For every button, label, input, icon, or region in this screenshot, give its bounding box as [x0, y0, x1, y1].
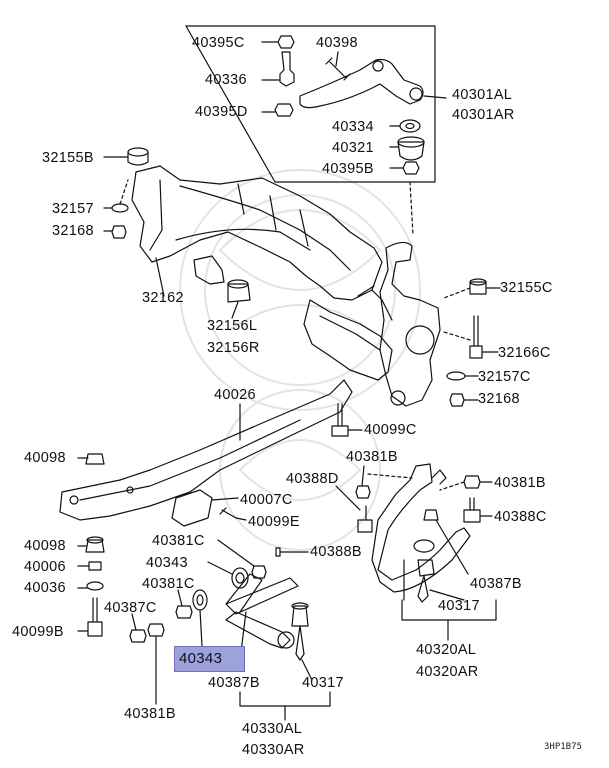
- diagram-code: 3HP1B75: [544, 742, 582, 752]
- leader-32162: [155, 257, 165, 297]
- nut-40387c[interactable]: [129, 613, 147, 643]
- label-32162[interactable]: 32162: [142, 290, 184, 306]
- label-32155b[interactable]: 32155B: [42, 150, 94, 166]
- nut-40381c-low[interactable]: [175, 589, 193, 619]
- label-40336[interactable]: 40336: [205, 72, 247, 88]
- nut-40381b-right[interactable]: [439, 475, 493, 491]
- label-40381b-top[interactable]: 40381B: [346, 449, 398, 465]
- label-40321[interactable]: 40321: [332, 140, 374, 156]
- lower-arm-40320[interactable]: [371, 463, 471, 603]
- bracket-40007c[interactable]: [171, 489, 239, 527]
- upper-arm-inset-box: [185, 25, 436, 183]
- label-40098-top[interactable]: 40098: [24, 450, 66, 466]
- label-40006[interactable]: 40006: [24, 559, 66, 575]
- label-40320ar[interactable]: 40320AR: [416, 664, 479, 680]
- bolt-32166c[interactable]: [443, 315, 499, 359]
- nut-40381c-mid[interactable]: [217, 539, 267, 579]
- nut-32168-top[interactable]: [103, 225, 127, 239]
- washer-32157c[interactable]: [446, 371, 479, 381]
- label-40395c[interactable]: 40395C: [192, 35, 245, 51]
- bolt-40388b[interactable]: [275, 547, 309, 557]
- washer-40334: [399, 119, 421, 133]
- nut-40381b-low[interactable]: [147, 623, 165, 705]
- front-crossmember[interactable]: [131, 165, 393, 381]
- lower-link-40330[interactable]: [225, 573, 313, 681]
- inset-leader: [409, 181, 414, 236]
- label-40381b-low[interactable]: 40381B: [124, 706, 176, 722]
- label-32166c[interactable]: 32166C: [498, 345, 551, 361]
- label-40317-right[interactable]: 40317: [438, 598, 480, 614]
- label-32156l[interactable]: 32156L: [207, 318, 258, 334]
- label-40381c-mid[interactable]: 40381C: [152, 533, 205, 549]
- crossbar-40026[interactable]: [59, 379, 353, 521]
- bracket-40320: [401, 599, 497, 621]
- bushing-40343-mid[interactable]: [207, 561, 249, 589]
- nut-40381b-top[interactable]: [355, 465, 413, 499]
- upper-arm-40301: [299, 58, 424, 109]
- bracket-32156[interactable]: [193, 255, 251, 319]
- bushing-40321: [397, 141, 425, 161]
- label-40026[interactable]: 40026: [214, 387, 256, 403]
- bushing-40098-top[interactable]: [77, 453, 105, 465]
- label-40387b-low[interactable]: 40387B: [208, 675, 260, 691]
- label-40330al[interactable]: 40330AL: [242, 721, 303, 737]
- bolt-40099c[interactable]: [331, 403, 363, 437]
- label-40398[interactable]: 40398: [316, 35, 358, 51]
- label-40388c[interactable]: 40388C: [494, 509, 547, 525]
- label-32157-top[interactable]: 32157: [52, 201, 94, 217]
- nut-40395b: [402, 161, 420, 175]
- label-40007c[interactable]: 40007C: [240, 492, 293, 508]
- nut-40395c: [277, 35, 295, 49]
- steering-knuckle[interactable]: [357, 241, 441, 407]
- label-32168-top[interactable]: 32168: [52, 223, 94, 239]
- label-40381b-right[interactable]: 40381B: [494, 475, 546, 491]
- leader-40317-right: [429, 589, 465, 601]
- label-40301al[interactable]: 40301AL: [452, 87, 513, 103]
- mount-32155b[interactable]: [103, 147, 149, 166]
- label-32168-right[interactable]: 32168: [478, 391, 520, 407]
- label-40343-mid[interactable]: 40343: [146, 555, 188, 571]
- bushing-40387b-right[interactable]: [423, 509, 469, 575]
- upper-arm-group[interactable]: [261, 35, 447, 175]
- washer-32157-top[interactable]: [103, 179, 129, 213]
- nut-40395d: [274, 103, 294, 117]
- nut-32168-right[interactable]: [449, 393, 479, 407]
- label-40388d[interactable]: 40388D: [286, 471, 339, 487]
- label-40099e[interactable]: 40099E: [248, 514, 300, 530]
- label-40330ar[interactable]: 40330AR: [242, 742, 305, 758]
- label-40387c[interactable]: 40387C: [104, 600, 157, 616]
- label-40343-highlighted[interactable]: 40343: [174, 646, 246, 672]
- label-40395d[interactable]: 40395D: [195, 104, 248, 120]
- label-32155c[interactable]: 32155C: [500, 280, 553, 296]
- label-40334[interactable]: 40334: [332, 119, 374, 135]
- left-bolt-stack[interactable]: [77, 536, 105, 637]
- label-40301ar[interactable]: 40301AR: [452, 107, 515, 123]
- label-40320al[interactable]: 40320AL: [416, 642, 477, 658]
- label-40395b[interactable]: 40395B: [322, 161, 374, 177]
- label-40099b[interactable]: 40099B: [12, 624, 64, 640]
- bolt-40099e[interactable]: [219, 507, 247, 521]
- bolt-40388d[interactable]: [335, 485, 373, 533]
- label-40388b[interactable]: 40388B: [310, 544, 362, 560]
- label-32157c[interactable]: 32157C: [478, 369, 531, 385]
- label-32156r[interactable]: 32156R: [207, 340, 260, 356]
- bushing-40336: [279, 51, 295, 87]
- label-40036[interactable]: 40036: [24, 580, 66, 596]
- label-40381c-low[interactable]: 40381C: [142, 576, 195, 592]
- label-40099c[interactable]: 40099C: [364, 422, 417, 438]
- washer-40343-low[interactable]: [192, 589, 208, 647]
- watermark-emblem: [179, 169, 421, 551]
- label-40098-mid[interactable]: 40098: [24, 538, 66, 554]
- label-40317-low[interactable]: 40317: [302, 675, 344, 691]
- bracket-40330: [239, 691, 331, 707]
- label-40387b-right[interactable]: 40387B: [470, 576, 522, 592]
- mount-32155c[interactable]: [443, 278, 501, 299]
- bolt-40388c[interactable]: [463, 497, 493, 523]
